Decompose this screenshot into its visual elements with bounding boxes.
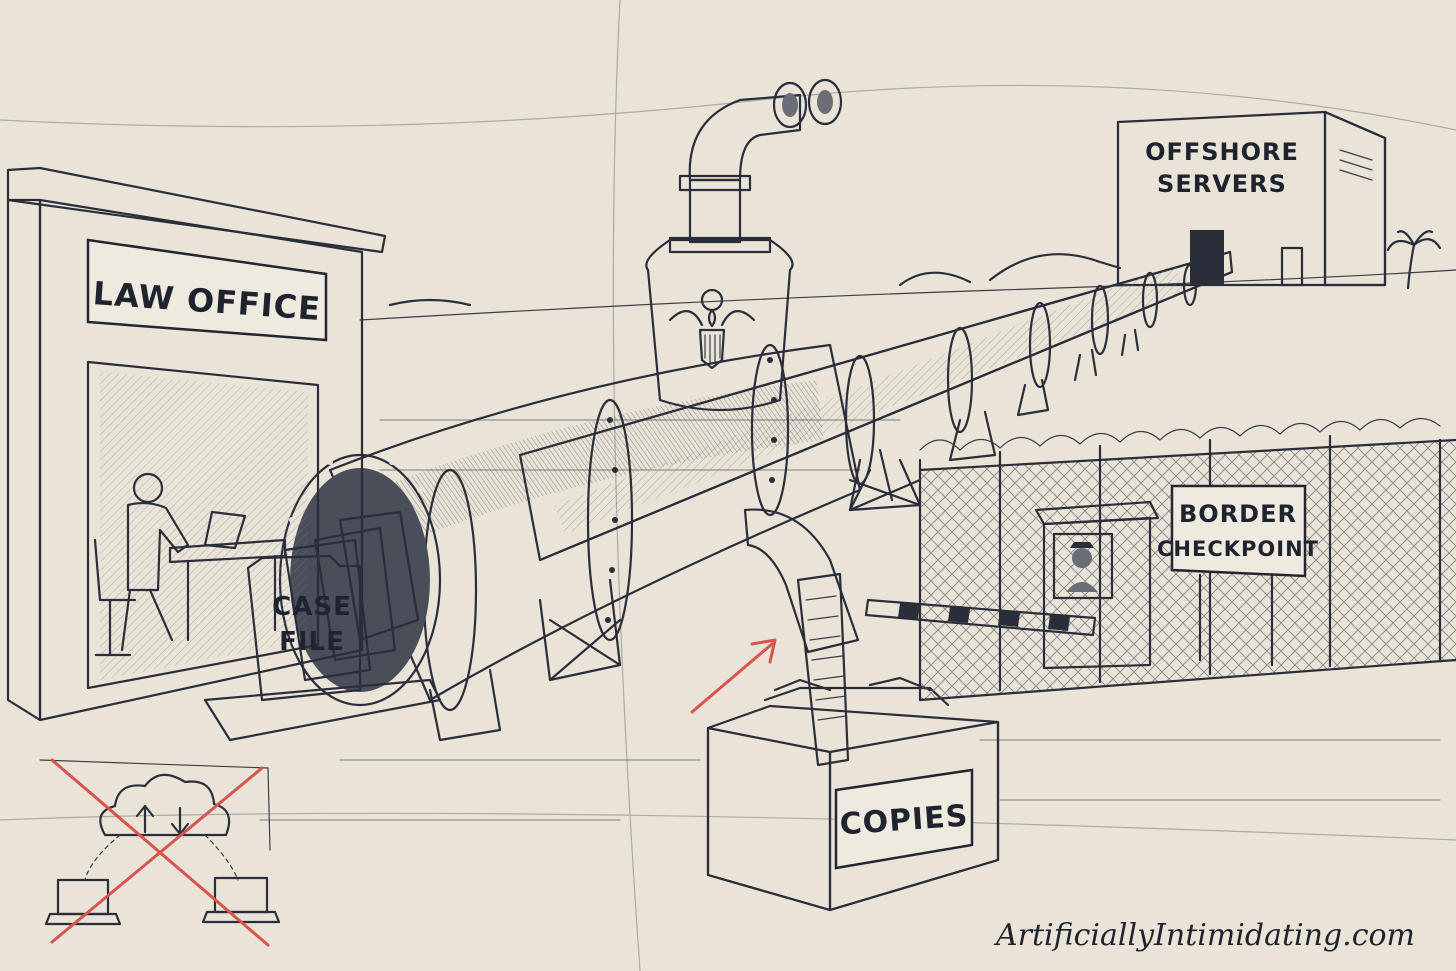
case-file-label-line2: FILE	[279, 627, 345, 657]
law-office-building: LAW OFFICE	[6, 166, 387, 722]
red-arrow-icon	[690, 638, 777, 714]
laptop-right-icon	[201, 876, 281, 924]
offshore-servers-building: OFFSHORE SERVERS	[1116, 110, 1387, 287]
red-x-icon	[50, 758, 270, 947]
crossed-out-cloud-diagram	[39, 758, 281, 947]
horizon-line	[359, 269, 1456, 321]
copies-chute	[743, 508, 860, 767]
barrier-gate	[864, 598, 1097, 637]
copies-crate: COPIES	[706, 676, 1000, 912]
case-file-folders: CASE FILE	[203, 510, 442, 742]
offshore-sign-line2: SERVERS	[1157, 170, 1287, 198]
case-file-label-line1: CASE	[272, 592, 352, 622]
palm-tree-icon	[1386, 230, 1442, 290]
artist-credit: ArtificiallyIntimidating.com	[993, 918, 1415, 953]
pipeline	[518, 250, 1234, 562]
border-sign-line2: CHECKPOINT	[1157, 537, 1319, 561]
border-sign-line1: BORDER	[1179, 500, 1297, 528]
lawyer-at-desk	[93, 472, 287, 657]
offshore-sign-line1: OFFSHORE	[1145, 138, 1299, 166]
guard-booth	[1034, 500, 1160, 670]
periscope-pipe	[645, 78, 843, 412]
border-checkpoint-sign: BORDER CHECKPOINT	[1157, 484, 1319, 667]
distant-hills	[388, 253, 1122, 307]
eagle-seal-icon	[668, 288, 756, 370]
